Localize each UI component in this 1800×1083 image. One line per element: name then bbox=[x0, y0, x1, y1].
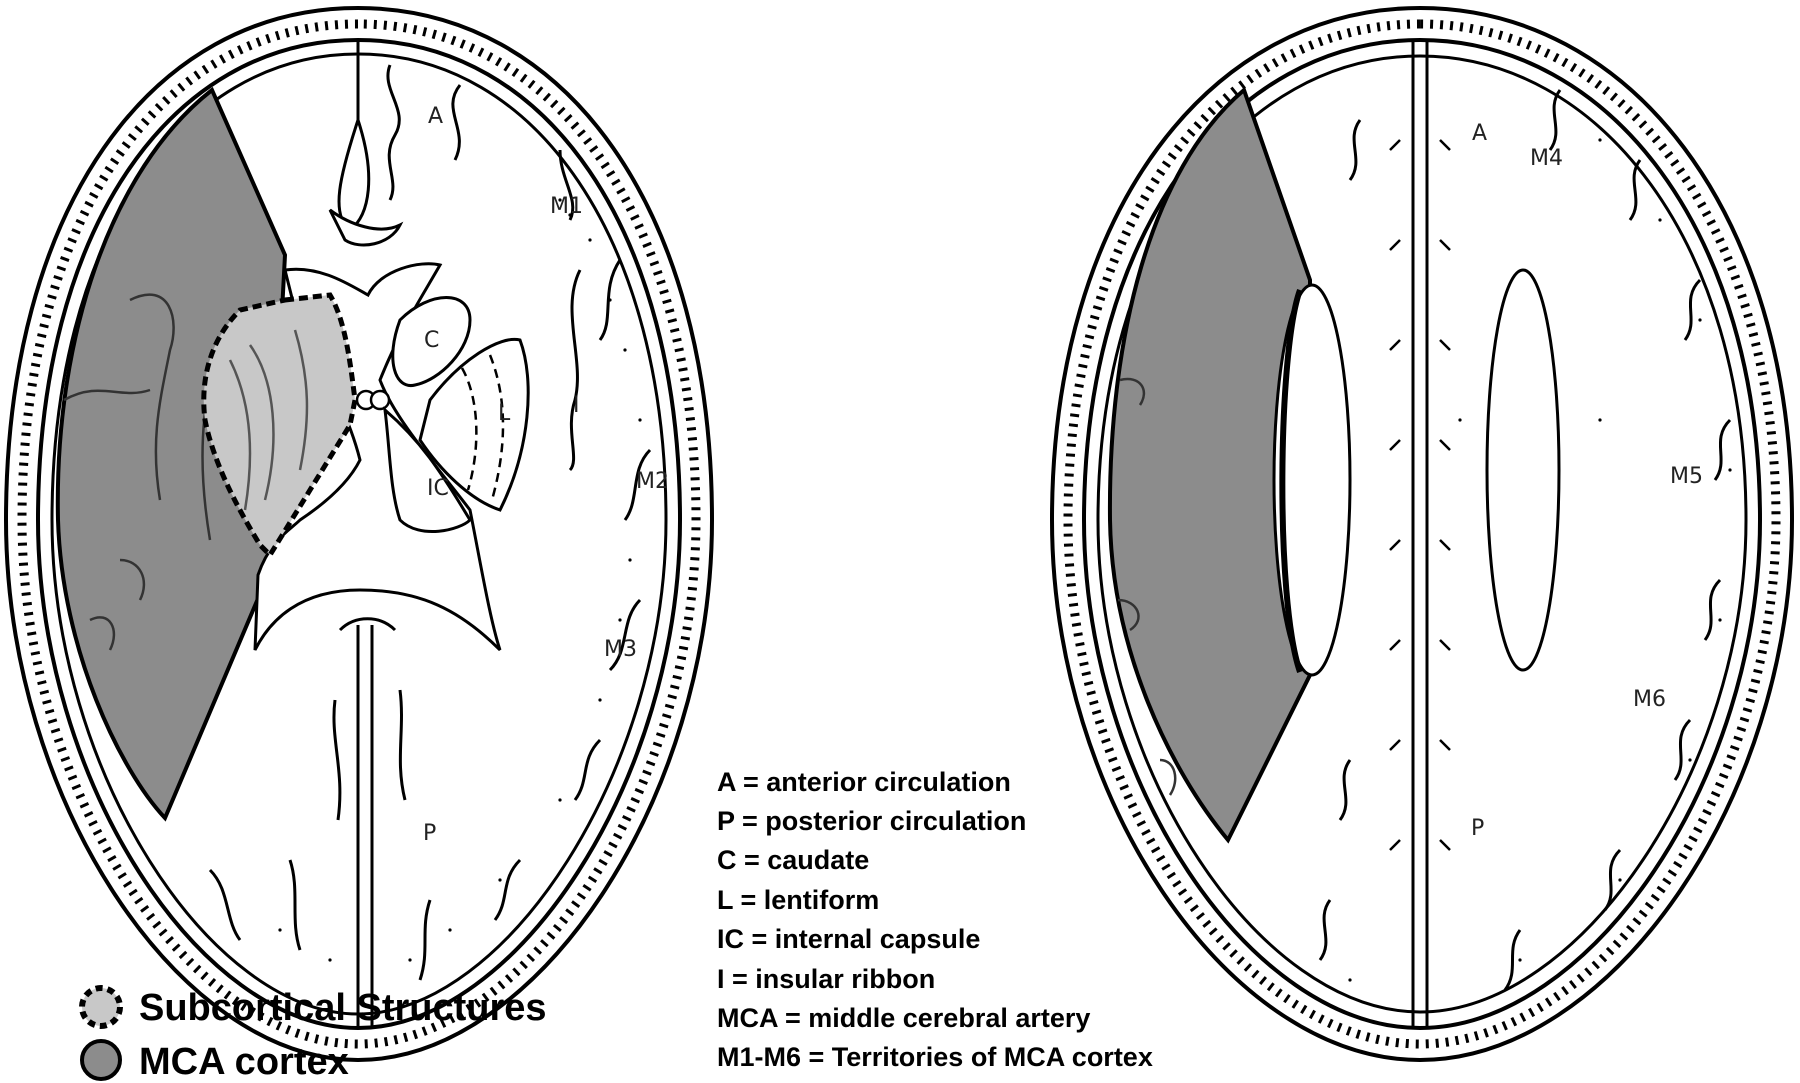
mca-cortex-swatch-icon bbox=[80, 1039, 122, 1081]
left-label-m3: M3 bbox=[604, 637, 637, 662]
lentiform-laminae bbox=[460, 354, 505, 501]
left-centrum-semiovale-edge bbox=[1279, 288, 1303, 673]
right-mca-sulci bbox=[1117, 377, 1177, 796]
right-falx-cerebri bbox=[1411, 40, 1429, 1028]
right-gyri bbox=[1318, 89, 1732, 991]
subcortical-legend-label: Subcortical Structures bbox=[139, 987, 547, 1029]
right-cortex-stipple bbox=[1348, 138, 1732, 982]
swatch-legend: Subcortical Structures MCA cortex bbox=[79, 985, 547, 1083]
lentiform-nucleus bbox=[418, 337, 530, 512]
subcortical-swatch-icon bbox=[79, 985, 123, 1029]
fornix-right bbox=[369, 389, 391, 411]
key-item: A = anterior circulation bbox=[717, 767, 1011, 797]
caudate-nucleus bbox=[391, 296, 472, 387]
left-label-l: L bbox=[498, 401, 511, 426]
right-label-p: P bbox=[1471, 816, 1484, 841]
key-item: C = caudate bbox=[717, 845, 869, 875]
left-subcortical-laminae bbox=[228, 329, 309, 511]
left-cortex-stipple bbox=[278, 198, 642, 962]
left-label-m2: M2 bbox=[636, 469, 669, 494]
left-subcortical-region bbox=[201, 292, 358, 560]
right-brain-axial-section: A M4 M5 M6 P bbox=[1049, 5, 1795, 1063]
key-item: I = insular ribbon bbox=[717, 964, 935, 994]
left-gyri bbox=[208, 64, 652, 981]
left-label-p: P bbox=[423, 821, 436, 846]
right-label-m5: M5 bbox=[1670, 464, 1703, 489]
right-centrum-semiovale bbox=[1485, 268, 1561, 672]
left-label-i: I bbox=[573, 393, 580, 418]
left-posterior-falx bbox=[356, 625, 374, 1028]
key-item: M1-M6 = Territories of MCA cortex bbox=[717, 1042, 1153, 1072]
left-label-c: C bbox=[424, 328, 439, 353]
right-label-m6: M6 bbox=[1633, 687, 1666, 712]
mca-cortex-legend-label: MCA cortex bbox=[139, 1041, 349, 1083]
left-label-ic: IC bbox=[427, 476, 449, 501]
abbreviation-key: A = anterior circulation P = posterior c… bbox=[717, 767, 1153, 1072]
key-item: IC = internal capsule bbox=[717, 924, 980, 954]
key-item: P = posterior circulation bbox=[717, 806, 1026, 836]
left-lateral-ventricles bbox=[253, 262, 502, 652]
right-label-m4: M4 bbox=[1530, 146, 1563, 171]
right-falx-gyri bbox=[1389, 139, 1451, 851]
key-item: MCA = middle cerebral artery bbox=[717, 1003, 1090, 1033]
left-brain-axial-section: A M1 C L I IC M2 M3 P bbox=[3, 5, 715, 1063]
left-splenium bbox=[338, 617, 397, 632]
right-label-a: A bbox=[1472, 121, 1487, 146]
left-genu bbox=[328, 208, 404, 247]
left-label-m1: M1 bbox=[550, 194, 583, 219]
key-item: L = lentiform bbox=[717, 885, 879, 915]
right-mca-cortex-region bbox=[1107, 86, 1312, 844]
internal-capsule bbox=[383, 406, 472, 534]
left-label-a: A bbox=[428, 104, 443, 129]
left-centrum-semiovale bbox=[1272, 283, 1352, 677]
